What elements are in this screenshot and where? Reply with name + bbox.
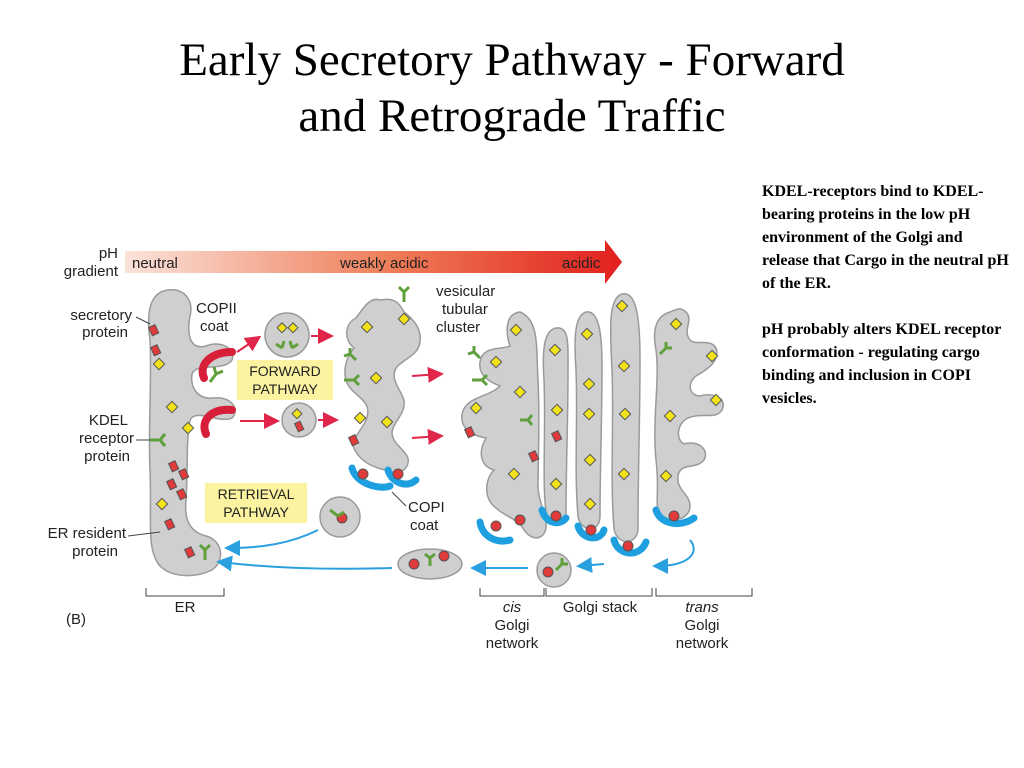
retrieval-label-2: PATHWAY <box>223 504 289 520</box>
panel-label: (B) <box>66 611 86 628</box>
copii-coat-lower <box>200 405 236 438</box>
title-line-2: and Retrograde Traffic <box>298 90 726 142</box>
retrieval-arrows <box>216 529 695 576</box>
copi-coat-stack-1 <box>538 506 570 527</box>
retrieval-pathway-box <box>205 483 307 523</box>
note-ph-conformation: pH probably alters KDEL receptor conform… <box>762 321 1002 407</box>
golgi-stack-label: Golgi stack <box>563 599 638 616</box>
copii-coat-label: coat <box>200 318 229 335</box>
er-resident-label-2: protein <box>72 543 118 560</box>
ph-gradient-arrow <box>125 240 622 284</box>
cis-label: cis <box>503 599 522 616</box>
forward-label-1: FORWARD <box>249 363 321 379</box>
trans-golgi-network <box>653 308 725 521</box>
er-contents <box>147 324 224 560</box>
copii-coat-upper <box>198 348 236 382</box>
er-resident-label-1: ER resident <box>48 525 127 542</box>
vesicular-tubular-cluster <box>343 285 421 474</box>
copi-coat-trans <box>652 506 698 528</box>
trans-network-label: network <box>676 635 729 652</box>
forward-label-2: PATHWAY <box>252 381 318 397</box>
er-compartment <box>147 289 236 577</box>
forward-vesicle-upper <box>264 312 310 358</box>
kdel-label-1: KDEL <box>89 412 128 429</box>
trans-golgi-label: Golgi <box>684 617 719 634</box>
ph-label: pH <box>99 245 118 262</box>
copi-coat-label: coat <box>410 517 439 534</box>
copi-coat-stack-3 <box>610 536 650 557</box>
retrieval-label-1: RETRIEVAL <box>218 486 295 502</box>
er-bottom-label: ER <box>175 599 196 616</box>
vtc-label-1: vesicular <box>436 283 495 300</box>
retrieval-vesicle-1 <box>319 496 361 538</box>
copi-label: COPI <box>408 499 445 516</box>
trans-label: trans <box>685 599 719 616</box>
gradient-neutral: neutral <box>132 255 178 272</box>
forward-vesicle-lower <box>281 402 317 438</box>
cis-network-label: network <box>486 635 539 652</box>
copi-coat-stack-2 <box>574 522 608 542</box>
secretory-protein-label-1: secretory <box>70 307 132 324</box>
golgi-cisterna-3 <box>609 293 641 543</box>
copii-label: COPII <box>196 300 237 317</box>
kdel-label-2: receptor <box>79 430 134 447</box>
retrieval-vesicle-2 <box>397 548 463 580</box>
forward-pathway-box <box>237 360 333 400</box>
notes-panel: KDEL-receptors bind to KDEL-bearing prot… <box>762 180 1012 433</box>
cis-golgi-label: Golgi <box>494 617 529 634</box>
golgi-cisterna-2 <box>574 311 603 530</box>
secretory-protein-label-2: protein <box>82 324 128 341</box>
forward-arrows <box>236 328 444 445</box>
golgi-cisterna-1 <box>542 327 569 524</box>
copi-coat-vtc-1 <box>348 464 394 491</box>
copi-coat-vtc-2 <box>384 466 420 488</box>
slide-title: Early Secretory Pathway - Forward and Re… <box>0 32 1024 144</box>
copi-coat-cis <box>476 518 514 545</box>
kdel-label-3: protein <box>84 448 130 465</box>
vtc-label-3: cluster <box>436 319 480 336</box>
bottom-brackets <box>145 588 753 597</box>
cis-golgi-network <box>461 311 547 539</box>
gradient-acidic: acidic <box>562 255 601 272</box>
vtc-label-2: tubular <box>442 301 488 318</box>
gradient-label: gradient <box>64 263 119 280</box>
title-line-1: Early Secretory Pathway - Forward <box>179 34 845 86</box>
retrieval-vesicle-3 <box>536 552 572 588</box>
gradient-weakly-acidic: weakly acidic <box>339 255 429 272</box>
note-kdel-binding: KDEL-receptors bind to KDEL-bearing prot… <box>762 183 1009 292</box>
